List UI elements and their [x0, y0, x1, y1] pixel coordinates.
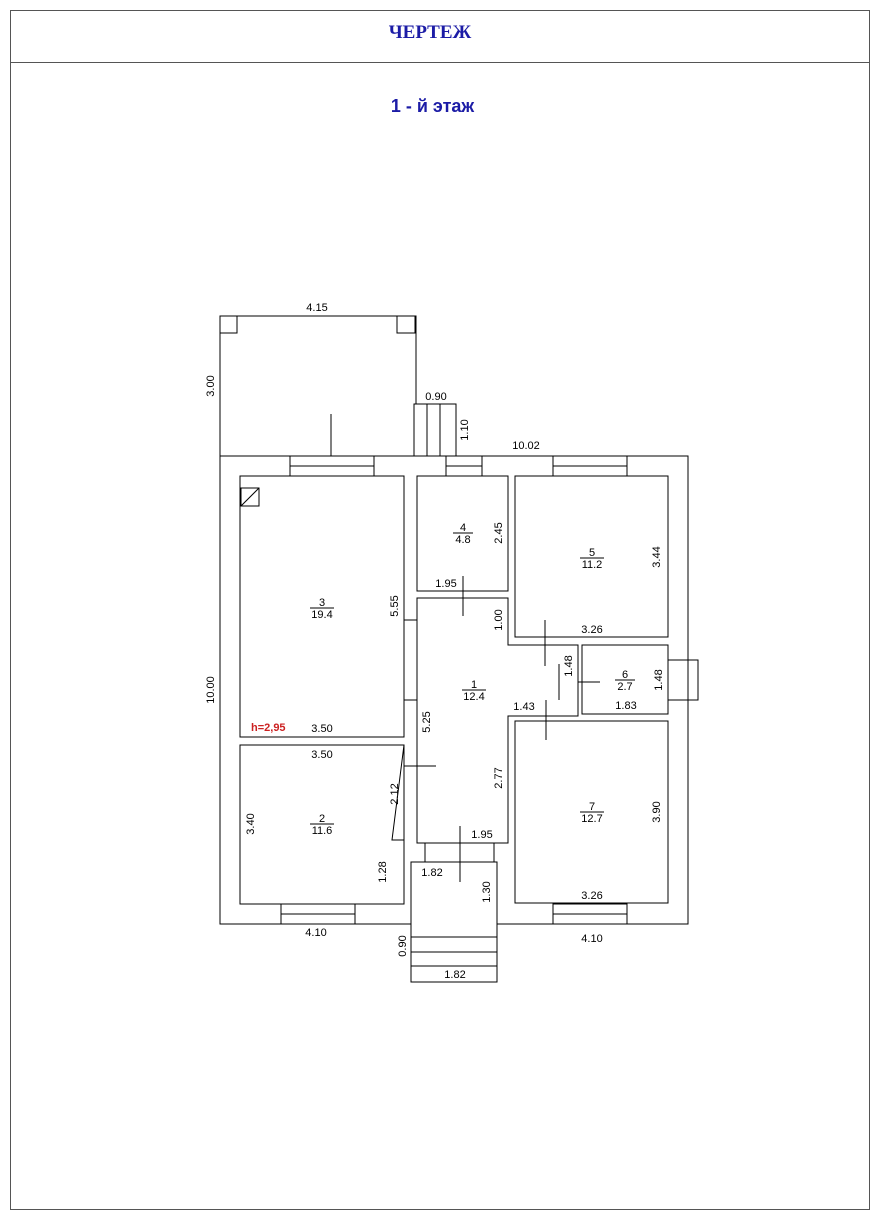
dim-bottom-left: 4.10	[305, 927, 326, 939]
room-1-area: 12.4	[463, 691, 484, 703]
room-6-number: 6	[622, 669, 628, 681]
room-5-outline	[514, 475, 669, 638]
dim-r2-width: 3.50	[311, 749, 332, 761]
dim-r5-height: 3.44	[651, 546, 663, 567]
room-4-area: 4.8	[455, 534, 470, 546]
dim-r5-width: 3.26	[581, 624, 602, 636]
room-3-area: 19.4	[311, 609, 332, 621]
dim-r1-lower: 2.77	[493, 767, 505, 788]
room-7-area: 12.7	[581, 813, 602, 825]
dim-r6-right: 1.48	[653, 669, 665, 690]
side-steps	[667, 659, 699, 701]
dim-r4-width: 1.95	[435, 578, 456, 590]
dim-r3-width: 3.50	[311, 723, 332, 735]
room-2-number: 2	[319, 813, 325, 825]
windows	[280, 455, 628, 925]
room-2-area: 11.6	[312, 825, 333, 837]
dim-r1-bottom-width: 1.95	[471, 829, 492, 841]
header-separator	[10, 62, 870, 63]
dim-r7-width: 3.26	[581, 890, 602, 902]
dim-hall-top: 1.00	[493, 609, 505, 630]
sheet-title: ЧЕРТЕЖ	[388, 22, 472, 43]
dim-porch-inner-width: 1.82	[421, 867, 442, 879]
room-labels: 3 19.4 2 11.6 4 4.8 1 12.4 5 11.2 6 2.7 …	[251, 522, 635, 837]
dim-r6-width: 1.83	[615, 700, 636, 712]
room-4-number: 4	[460, 522, 466, 534]
room-2-notch	[391, 744, 405, 841]
dim-r7-height: 3.90	[651, 801, 663, 822]
stair-mark	[240, 487, 260, 507]
dim-r1-mid-width: 1.43	[513, 701, 534, 713]
room-5-area: 11.2	[582, 559, 603, 571]
room-1-number: 1	[471, 679, 477, 691]
dim-r4-height: 2.45	[493, 522, 505, 543]
dim-r2-lower: 1.28	[377, 861, 389, 882]
dim-r6-left: 1.48	[563, 655, 575, 676]
dim-porch-width: 1.82	[444, 969, 465, 981]
door-marks	[404, 576, 600, 882]
dim-porch-depth: 1.30	[481, 881, 493, 902]
dim-porch-step-depth: 0.90	[397, 935, 409, 956]
porch	[410, 843, 498, 983]
dim-r3-height: 5.55	[389, 595, 401, 616]
room-5-number: 5	[589, 547, 595, 559]
dim-step-width: 0.90	[425, 391, 446, 403]
floor-title: 1 - й этаж	[390, 96, 475, 116]
ceiling-height: h=2,95	[251, 722, 286, 734]
dim-terrace-width: 4.15	[306, 302, 327, 314]
dim-r2-notch: 2.12	[389, 783, 401, 804]
dim-house-height: 10.00	[205, 676, 217, 704]
room-3-number: 3	[319, 597, 325, 609]
dimension-labels: 4.15 3.00 0.90 1.10 10.02 10.00 5.55 3.5…	[205, 302, 665, 981]
dim-bottom-right: 4.10	[581, 933, 602, 945]
dim-r2-height: 3.40	[245, 813, 257, 834]
room-7-number: 7	[589, 801, 595, 813]
dim-step-depth: 1.10	[459, 419, 471, 440]
room-3-outline	[239, 475, 405, 738]
dim-r1-height: 5.25	[421, 711, 433, 732]
dim-house-width: 10.02	[512, 440, 540, 452]
dim-terrace-depth: 3.00	[205, 375, 217, 396]
terrace-steps	[413, 403, 457, 457]
room-6-area: 2.7	[617, 681, 632, 693]
